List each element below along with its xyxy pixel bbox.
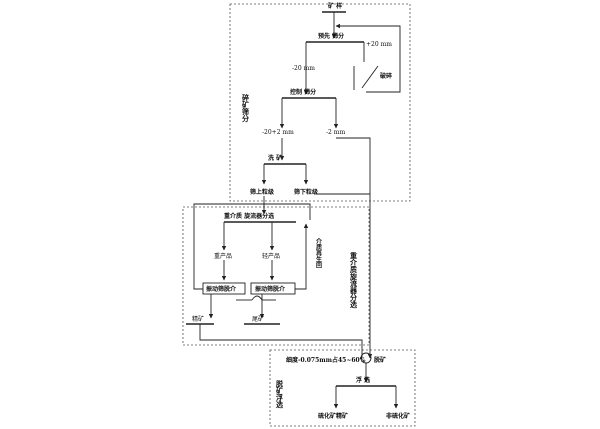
label-medium-regeneration: 介质再生回 [315, 237, 323, 269]
node-hm-cyclone: 重介质 旋流器分选 [224, 212, 274, 220]
section-labels: 碎矿筛分 介质再生回 重介质旋流器分选 脱矿浮选 [242, 93, 359, 409]
label-heavy-medium: 重介质旋流器分选 [349, 251, 359, 309]
node-slime: 脱矿 [374, 356, 386, 364]
node-vib-screen-1: 振动筛脱介 [206, 285, 237, 293]
flotation-section-border [269, 349, 416, 427]
node-washing-screening: 预先 筛分 [318, 32, 344, 40]
node-oversize: 筛上粒级 [249, 188, 274, 196]
node-control-screening: 控制 筛分 [290, 88, 316, 96]
node-heavy-product: 重产品 [214, 252, 232, 260]
node-raw-ore: 矿 样 [328, 2, 342, 10]
node-ore-washing: 洗 矿 [268, 154, 282, 162]
node-minus20-plus2: -20+2 mm [262, 129, 294, 136]
node-concentrate: 精矿 [192, 315, 204, 323]
node-labels: 矿 样 预先 筛分 +20 mm 破碎 -20 mm 控制 筛分 -20+2 m… [192, 2, 410, 420]
node-tailings: 尾矿 [252, 315, 264, 323]
node-plus20: +20 mm [366, 41, 392, 48]
label-flotation: 脱矿浮选 [276, 379, 285, 409]
node-minus2: -2 mm [326, 129, 345, 136]
node-undersize: 筛下粒级 [293, 188, 318, 196]
node-flotation: 浮 选 [356, 376, 370, 384]
node-crushing: 破碎 [380, 72, 392, 80]
node-sulfide-conc: 硫化矿精矿 [318, 412, 348, 420]
node-minus20: -20 mm [292, 65, 315, 72]
crushing-section-border [229, 3, 411, 202]
node-non-sulfide: 非硫化矿 [386, 412, 410, 420]
flow-lines [186, 11, 401, 409]
section-borders [182, 3, 416, 427]
label-crushing-screening: 碎矿筛分 [242, 93, 251, 123]
node-fineness: 细度-0.075mm占45~60% [286, 356, 366, 364]
node-light-product: 轻产品 [262, 252, 280, 260]
node-vib-screen-2: 振动筛脱介 [255, 285, 286, 293]
heavy-medium-section-border [182, 206, 370, 346]
